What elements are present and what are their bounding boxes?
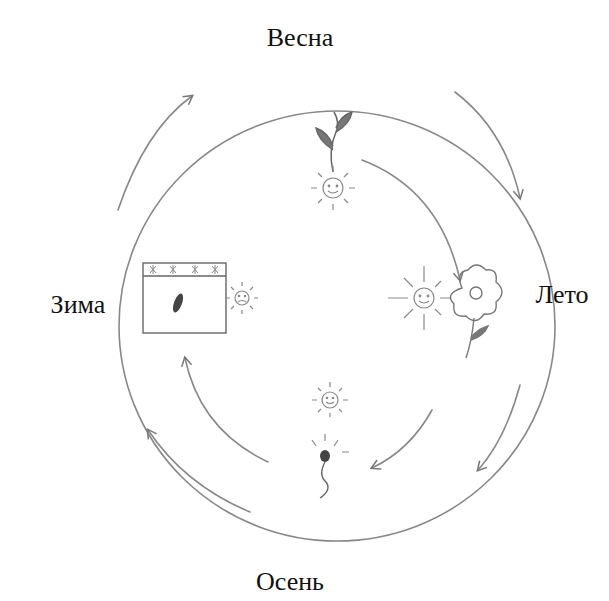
sun [311,166,355,210]
sun [388,266,450,330]
sad-sun [226,282,258,314]
season-label: Осень [256,568,324,597]
flower [450,265,502,358]
outer-arrow [118,96,192,210]
outer-arrow [455,92,520,198]
season-label: Зима [51,291,106,320]
season-label: Весна [267,24,334,53]
cycle-circle [119,111,555,541]
soil-box [143,263,226,333]
sprout [316,112,352,172]
inner-arrow [362,160,460,280]
seed [312,434,349,498]
inner-arrow [185,358,268,462]
outer-arrow [478,385,520,470]
inner-arrow [372,410,432,468]
season-label: Лето [535,281,588,310]
sun [312,382,348,417]
